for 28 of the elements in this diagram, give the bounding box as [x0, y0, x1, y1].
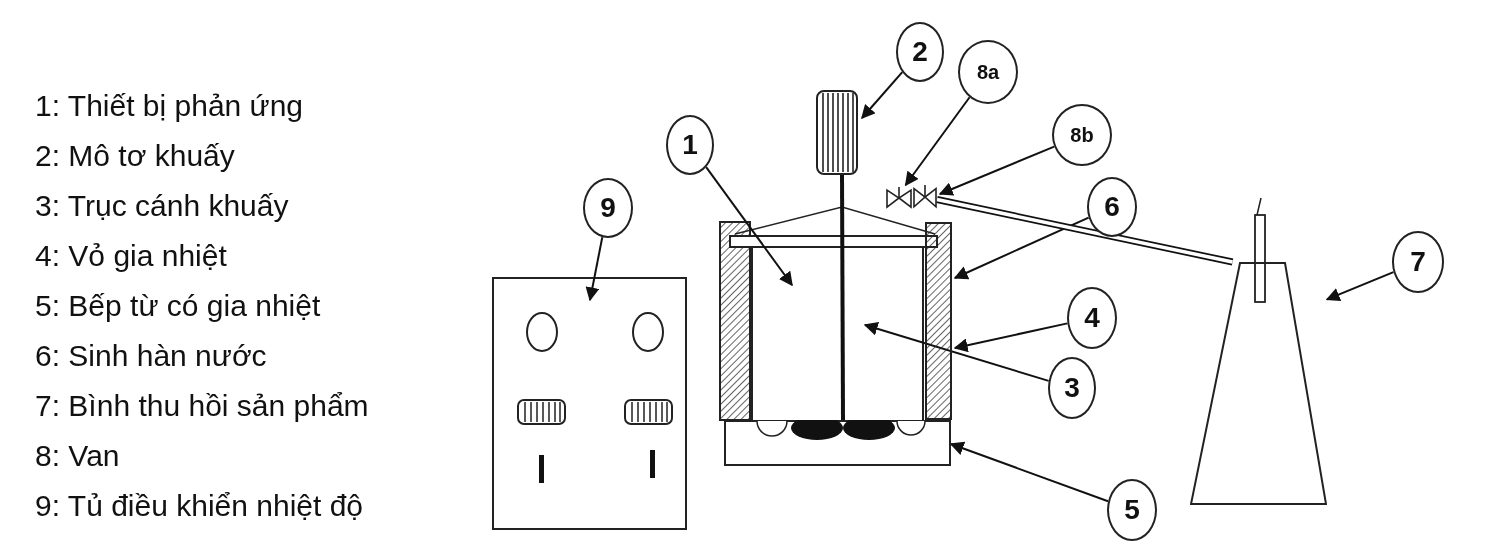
condenser-tube — [936, 196, 1234, 266]
key-entry: 3: Trục cánh khuấy — [35, 188, 290, 224]
leader-arrow — [705, 166, 793, 287]
key-entry: 8: Van — [35, 438, 121, 474]
callout-number: 4 — [1067, 287, 1117, 349]
key-entry: 2: Mô tơ khuấy — [35, 138, 236, 174]
key-entry: 7: Bình thu hồi sản phẩm — [35, 388, 369, 424]
key-entry: 1: Thiết bị phản ứng — [35, 88, 305, 124]
callout-number: 2 — [896, 22, 944, 82]
leader-arrow — [904, 96, 971, 187]
leader-arrow — [938, 145, 1056, 196]
callout-number: 8b — [1052, 104, 1112, 166]
key-entry: 9: Tủ điều khiển nhiệt độ — [35, 488, 365, 524]
key-entry: 5: Bếp từ có gia nhiệt — [35, 288, 322, 324]
key-entry: 4: Vỏ gia nhiệt — [35, 238, 228, 274]
key-entry: 6: Sinh hàn nước — [35, 338, 268, 374]
leader-arrow — [953, 216, 1090, 280]
callout-number: 9 — [583, 178, 633, 238]
callout-number: 1 — [666, 115, 714, 175]
callout-number: 8a — [958, 40, 1018, 104]
callout-number: 6 — [1087, 177, 1137, 237]
leader-arrow — [1325, 271, 1395, 302]
leader-arrow — [585, 236, 604, 302]
callout-number: 3 — [1048, 357, 1096, 419]
callout-number: 5 — [1107, 479, 1157, 541]
leader-arrow — [953, 322, 1069, 353]
leader-arrow — [861, 71, 904, 120]
callout-number: 7 — [1392, 231, 1444, 293]
